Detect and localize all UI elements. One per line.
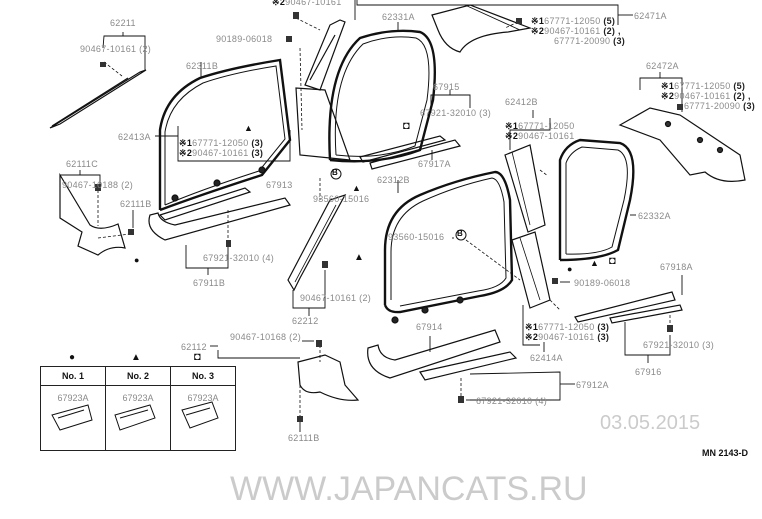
label-62414A: 62414A [530,353,563,363]
label-62111B-a: 62111B [120,199,152,209]
part-62212 [287,168,347,316]
clip-legend-table: No. 1 No. 2 No. 3 67923A 67923A 67923A [40,366,236,451]
label-62212: 62212 [292,316,319,326]
label-90189-06018-b: 90189-06018 [574,278,631,288]
label-top-note2: ※290467-10161 [272,0,342,7]
label-93560-15016-a: 93560-15016 [313,194,370,204]
label-93560-15016-b: 93560-15016 [388,232,445,242]
legend-header-no3: No. 3 [170,366,236,386]
part-67917A [359,90,471,170]
part-62331A [328,22,436,163]
part-67918A [574,275,683,363]
label-62472A-note3: 67771-20090 (3) [684,101,756,111]
filled-circle-icon: ● [567,264,573,274]
label-67921-32010-3-a: 67921-32010 (3) [420,108,492,118]
label-62111B-b: 62111B [288,433,320,443]
label-90467-10161-b: 90467-10161 (2) [300,293,372,303]
label-67921-32010-3-b: 67921-32010 (3) [643,340,715,350]
label-62471A: 62471A [634,11,667,21]
label-62471A-note3: 67771-20090 (3) [554,36,626,46]
label-67912A: 67912A [576,380,609,390]
triangle-icon: ▲ [352,183,361,193]
label-62413A-note1: ※167771-12050 (3) [179,138,264,148]
callout-B-icon: B [457,229,463,238]
label-62414A-note2: ※290467-10161 (3) [525,332,610,342]
legend-symbol-1: ● [69,352,76,363]
label-67921-32010-4-b: 67921-32010 (4) [476,396,548,406]
label-62413A-note2: ※290467-10161 (3) [179,148,264,158]
part-62211 [49,32,147,129]
label-67917A: 67917A [418,159,451,169]
part-62471A [356,0,633,53]
label-62413A: 62413A [118,132,151,142]
callout-B-icon: B [332,168,338,177]
legend-cell-no1: 67923A [40,385,106,451]
label-62412B: 62412B [505,97,538,107]
filled-circle-icon: ● [134,255,140,265]
part-67914 [367,329,575,403]
label-67921-32010-4-a: 67921-32010 (4) [203,253,275,263]
triangle-icon: ▲ [590,258,599,268]
label-62412B-note1: ※167771-12050 [505,121,575,131]
part-62413A [286,0,356,161]
label-67916: 67916 [635,367,662,377]
label-90189-06018-a: 90189-06018 [216,34,273,44]
label-62312B: 62312B [377,175,410,185]
legend-part-no1: 67923A [57,393,89,403]
part-62111C [59,170,134,256]
diagram-code: MN 2143-D [702,448,749,458]
triangle-icon: ▲ [354,252,364,263]
label-67914: 67914 [416,322,443,332]
square-diamond-icon: ◘ [609,255,616,267]
part-67911B [148,187,291,275]
legend-symbol-2: ▲ [131,352,141,363]
label-67918A: 67918A [660,262,693,272]
label-62332A: 62332A [638,211,671,221]
label-67913: 67913 [266,180,293,190]
legend-cell-no3: 67923A [170,385,236,451]
label-62111C: 62111C [66,159,98,169]
part-62414A [522,278,570,352]
triangle-icon: ▲ [244,123,253,133]
label-62472A-note1: ※167771-12050 (5) [661,81,746,91]
label-67911B: 67911B [193,278,226,288]
label-62471A-note1: ※167771-12050 (5) [531,16,616,26]
label-90467-10188: 90467-10188 (2) [62,180,134,190]
legend-header-no2: No. 2 [105,366,171,386]
label-62414A-note1: ※167771-12050 (3) [525,322,610,332]
part-62312B [383,170,521,324]
part-62332A [558,138,636,262]
label-62472A-note2: ※290467-10161 (2) , [661,91,751,101]
legend-cell-no2: 67923A [105,385,171,451]
part-62112 [210,340,360,432]
legend-header-no1: No. 1 [40,366,106,386]
legend-part-no2: 67923A [122,393,154,403]
part-62472A [618,72,746,182]
label-62211: 62211 [110,18,136,28]
part-62311B [155,58,292,212]
label-90467-10168: 90467-10168 (2) [230,332,302,342]
label-62472A: 62472A [646,61,679,71]
square-diamond-icon: ◘ [403,120,410,132]
label-62112: 62112 [181,342,207,352]
label-62412B-note2: ※290467-10161 [505,131,575,141]
label-62331A: 62331A [382,12,415,22]
label-67915: 67915 [433,82,460,92]
legend-part-no3: 67923A [187,393,219,403]
label-62471A-note2: ※290467-10161 (2) , [531,26,621,36]
label-90467-10161-a: 90467-10161 (2) [80,44,152,54]
legend-symbol-3: ◘ [194,351,201,363]
label-62311B: 62311B [186,61,219,71]
